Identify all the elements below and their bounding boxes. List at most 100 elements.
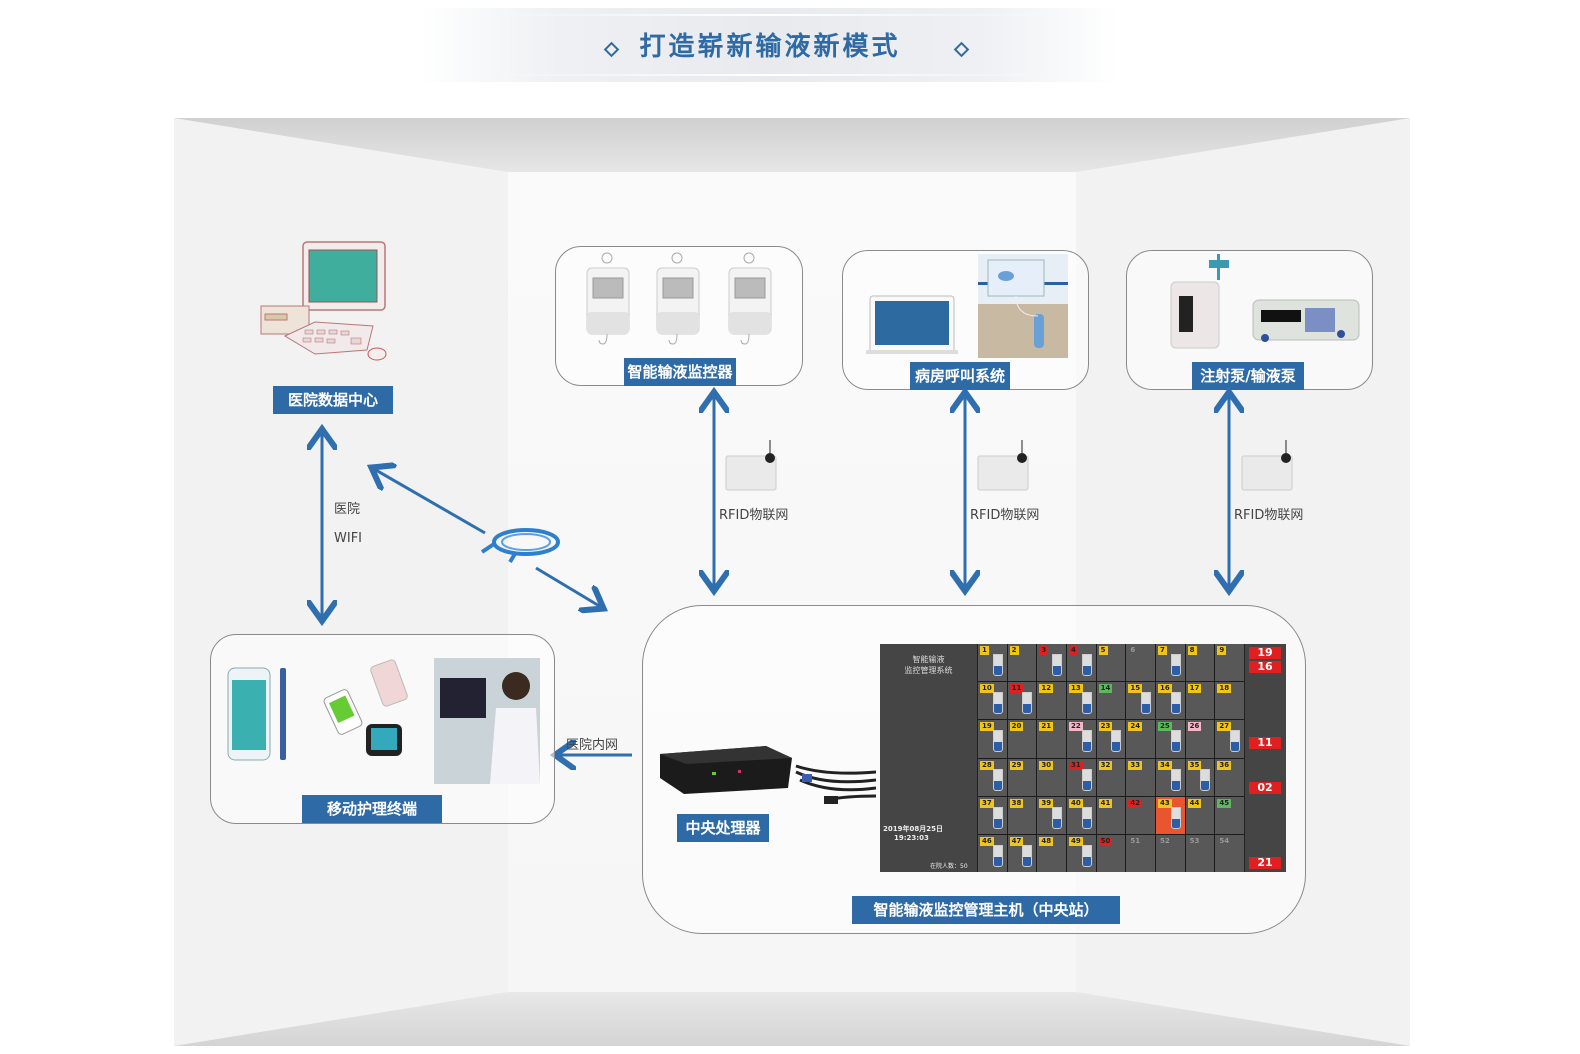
ward-call-label: 病房呼叫系统	[910, 362, 1010, 390]
bed-number: 25	[1157, 722, 1172, 732]
infusion-bag-icon	[1081, 768, 1092, 791]
bed-number: 39	[1039, 798, 1054, 808]
bed-cell[interactable]: 3	[1037, 644, 1066, 682]
bed-cell[interactable]: 15	[1126, 682, 1155, 720]
bed-cell[interactable]: 24	[1126, 720, 1155, 758]
bed-cell[interactable]: 43	[1155, 796, 1185, 834]
bed-number: 29	[1009, 760, 1024, 770]
bed-alert-tag[interactable]: 21	[1249, 857, 1281, 869]
bed-number: 3	[1039, 646, 1049, 655]
bed-cell[interactable]: 14	[1096, 682, 1126, 720]
infusion-bag-icon	[1200, 768, 1211, 791]
bed-cell[interactable]: 48	[1037, 834, 1066, 872]
bed-cell[interactable]: 2	[1007, 644, 1037, 682]
bed-cell[interactable]: 49	[1066, 834, 1096, 872]
rfid-reader-icon	[1240, 440, 1296, 498]
bed-cell[interactable]: 17	[1185, 682, 1215, 720]
bed-cell[interactable]: 6	[1126, 644, 1155, 682]
screen-title-line2: 监控管理系统	[904, 666, 953, 675]
bed-cell[interactable]: 9	[1215, 644, 1244, 682]
bed-cell[interactable]: 47	[1007, 834, 1037, 872]
bed-number: 47	[1009, 836, 1024, 846]
bed-cell[interactable]: 12	[1037, 682, 1066, 720]
bed-cell[interactable]: 19	[978, 720, 1007, 758]
bed-cell[interactable]: 4	[1066, 644, 1096, 682]
bed-number: 24	[1128, 722, 1143, 732]
central-station-label: 智能输液监控管理主机（中央站）	[852, 896, 1120, 924]
bed-cell[interactable]: 22	[1066, 720, 1096, 758]
bed-alert-tag[interactable]: 19	[1249, 647, 1281, 659]
bed-cell[interactable]: 52	[1155, 834, 1185, 872]
bed-cell[interactable]: 45	[1215, 796, 1244, 834]
bed-alert-tag[interactable]: 02	[1249, 782, 1281, 794]
bed-cell[interactable]: 21	[1037, 720, 1066, 758]
bed-cell[interactable]: 41	[1096, 796, 1126, 834]
infusion-bag-icon	[1051, 806, 1062, 829]
bed-cell[interactable]: 46	[978, 834, 1007, 872]
bed-number: 45	[1217, 798, 1232, 808]
bed-cell[interactable]: 1	[978, 644, 1007, 682]
bed-cell[interactable]: 5	[1096, 644, 1126, 682]
bed-number: 19	[980, 722, 994, 732]
rfid-label-2: RFID物联网	[970, 508, 1040, 523]
mobile-devices	[226, 652, 546, 790]
bed-cell[interactable]: 25	[1155, 720, 1185, 758]
pump-label: 注射泵/输液泵	[1192, 362, 1304, 390]
bed-cell[interactable]: 29	[1007, 758, 1037, 796]
infusion-monitor-devices	[585, 250, 785, 364]
bed-cell[interactable]: 34	[1155, 758, 1185, 796]
bed-number: 48	[1039, 836, 1054, 846]
bed-number: 16	[1157, 684, 1172, 694]
bed-cell[interactable]: 18	[1215, 682, 1244, 720]
bed-cell[interactable]: 35	[1185, 758, 1215, 796]
mobile-terminal-label: 移动护理终端	[302, 795, 442, 823]
bed-cell[interactable]: 32	[1096, 758, 1126, 796]
bed-cell[interactable]: 16	[1155, 682, 1185, 720]
bed-cell[interactable]: 33	[1126, 758, 1155, 796]
bed-cell[interactable]: 23	[1096, 720, 1126, 758]
bed-cell[interactable]: 54	[1215, 834, 1244, 872]
bed-cell[interactable]: 44	[1185, 796, 1215, 834]
arrow-to-station	[535, 566, 601, 607]
bed-cell[interactable]: 50	[1096, 834, 1126, 872]
bed-cell[interactable]: 36	[1215, 758, 1244, 796]
bed-number: 41	[1098, 798, 1113, 808]
bed-cell[interactable]: 8	[1185, 644, 1215, 682]
bed-number: 20	[1009, 722, 1024, 732]
rfid-label-1: RFID物联网	[719, 508, 789, 523]
bed-cell[interactable]: 53	[1185, 834, 1215, 872]
bed-number: 46	[980, 836, 994, 846]
bed-cell[interactable]: 38	[1007, 796, 1037, 834]
computer-icon	[255, 238, 390, 377]
bed-alert-tag[interactable]: 16	[1249, 661, 1281, 673]
bed-cell[interactable]: 7	[1155, 644, 1185, 682]
bed-cell[interactable]: 31	[1066, 758, 1096, 796]
title-band: 打造崭新输液新模式	[420, 8, 1120, 82]
bed-cell[interactable]: 39	[1037, 796, 1066, 834]
bed-cell[interactable]: 51	[1126, 834, 1155, 872]
bed-number: 52	[1159, 836, 1170, 845]
bed-number: 54	[1219, 836, 1230, 845]
bed-number: 22	[1068, 722, 1083, 732]
bed-alert-tag[interactable]: 11	[1249, 737, 1281, 749]
bed-cell[interactable]: 37	[978, 796, 1007, 834]
bed-cell[interactable]: 26	[1185, 720, 1215, 758]
monitoring-screen: 智能输液 监控管理系统 2019年08月25日 19:23:03 在院人数：50…	[880, 644, 1286, 872]
infusion-bag-icon	[1170, 654, 1181, 676]
screen-patient-count: 在院人数：50	[930, 863, 968, 870]
bed-cell[interactable]: 28	[978, 758, 1007, 796]
bed-cell[interactable]: 30	[1037, 758, 1066, 796]
bed-number: 13	[1068, 684, 1083, 694]
bed-cell[interactable]: 11	[1007, 682, 1037, 720]
bed-cell[interactable]: 20	[1007, 720, 1037, 758]
bed-cell[interactable]: 13	[1066, 682, 1096, 720]
bed-cell[interactable]: 27	[1215, 720, 1244, 758]
bed-cell[interactable]: 10	[978, 682, 1007, 720]
central-processor-label: 中央处理器	[677, 814, 769, 842]
bed-cell[interactable]: 40	[1066, 796, 1096, 834]
infusion-bag-icon	[1022, 692, 1033, 715]
screen-sidebar: 智能输液 监控管理系统 2019年08月25日 19:23:03 在院人数：50	[880, 644, 978, 872]
bed-number: 14	[1098, 684, 1113, 694]
infusion-bag-icon	[992, 806, 1003, 829]
bed-cell[interactable]: 42	[1126, 796, 1155, 834]
